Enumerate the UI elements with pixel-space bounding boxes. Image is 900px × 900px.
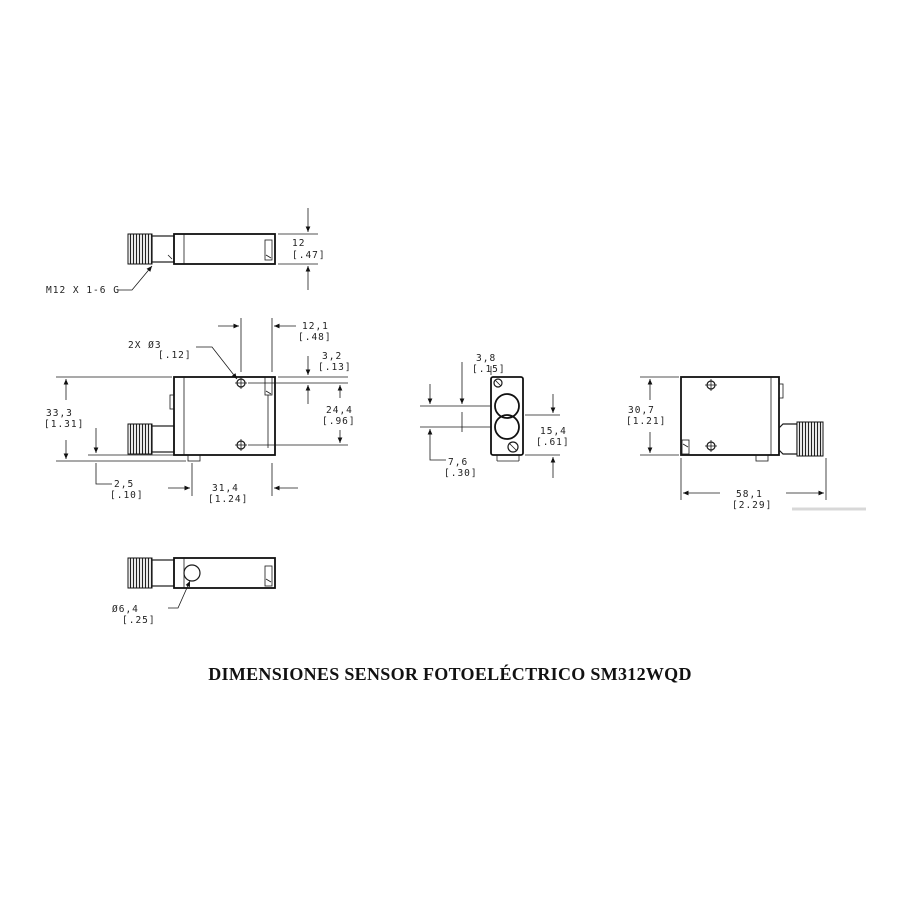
dim-58-1-mm: 58,1 [736, 489, 763, 500]
emitter-lens [494, 393, 520, 419]
dim-3-8-mm: 3,8 [476, 353, 496, 364]
top-view-body [173, 233, 276, 265]
dim-7-6-in: [.30] [444, 468, 478, 479]
dim-30-7-mm: 30,7 [628, 405, 655, 416]
rear-view-connector-thread [796, 421, 824, 457]
dim-12-mm: 12 [292, 238, 305, 249]
dim-58-1-in: [2.29] [732, 500, 772, 511]
dim-12-1-mm: 12,1 [302, 321, 329, 332]
dim-15-4-in: [.61] [536, 437, 570, 448]
receiver-lens [494, 414, 520, 440]
dim-31-4-in: [1.24] [208, 494, 248, 505]
top-view: 12 [.47] M12 X 1-6 G [46, 208, 326, 296]
dim-24-4-mm: 24,4 [326, 405, 353, 416]
dim-3-8-in: [.15] [472, 364, 506, 375]
figure-caption: DIMENSIONES SENSOR FOTOELÉCTRICO SM312WQ… [208, 664, 692, 684]
dim-12-in: [.47] [292, 250, 326, 261]
bottom-view: Ø6,4 [.25] [112, 557, 276, 626]
dim-33-3-in: [1.31] [44, 419, 84, 430]
rear-view: 30,7 [1.21] 58,1 [2.29] [626, 376, 866, 511]
dim-7-6-mm: 7,6 [448, 457, 468, 468]
lens-end-view: 3,8 [.15] 7,6 [.30] 15,4 [.61] [420, 353, 570, 479]
dim-6-4-mm: Ø6,4 [112, 604, 139, 615]
dim-3-2-in: [.13] [318, 362, 352, 373]
bottom-mount-hole [183, 564, 201, 582]
dim-3-2-mm: 3,2 [322, 351, 342, 362]
holes-label-in: [.12] [158, 350, 192, 361]
dim-30-7-in: [1.21] [626, 416, 666, 427]
front-view: 2X Ø3 [.12] 12,1 [.48] 3,2 [.13] 24,4 [.… [44, 318, 356, 505]
top-view-connector-thread [127, 233, 153, 265]
dim-31-4-mm: 31,4 [212, 483, 239, 494]
lens-end-body [490, 376, 524, 456]
connector-thread-label: M12 X 1-6 G [46, 285, 120, 296]
dim-6-4-in: [.25] [122, 615, 156, 626]
dim-15-4-mm: 15,4 [540, 426, 567, 437]
rear-view-body [680, 376, 780, 456]
bottom-view-body [173, 557, 276, 589]
holes-label-mm: 2X Ø3 [128, 340, 162, 351]
dim-2-5-in: [.10] [110, 490, 144, 501]
dim-24-4-in: [.96] [322, 416, 356, 427]
dim-33-3-mm: 33,3 [46, 408, 73, 419]
front-view-body [173, 376, 276, 456]
dim-12-1-in: [.48] [298, 332, 332, 343]
dim-2-5-mm: 2,5 [114, 479, 134, 490]
